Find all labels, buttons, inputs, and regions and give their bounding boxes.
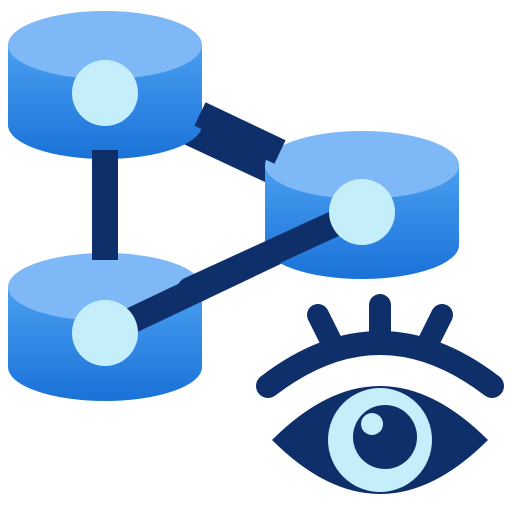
eye-icon: [256, 294, 504, 494]
eye-highlight: [361, 413, 383, 435]
node-right: [329, 179, 395, 245]
link-top-segment: [194, 102, 286, 164]
node-top: [72, 60, 138, 126]
eye-brow-arc: [256, 331, 504, 398]
graph-nodes: [72, 60, 395, 366]
eye-pupil: [353, 405, 417, 469]
node-bottom: [72, 300, 138, 366]
link-bottom-to-right-overlay: [177, 199, 373, 303]
